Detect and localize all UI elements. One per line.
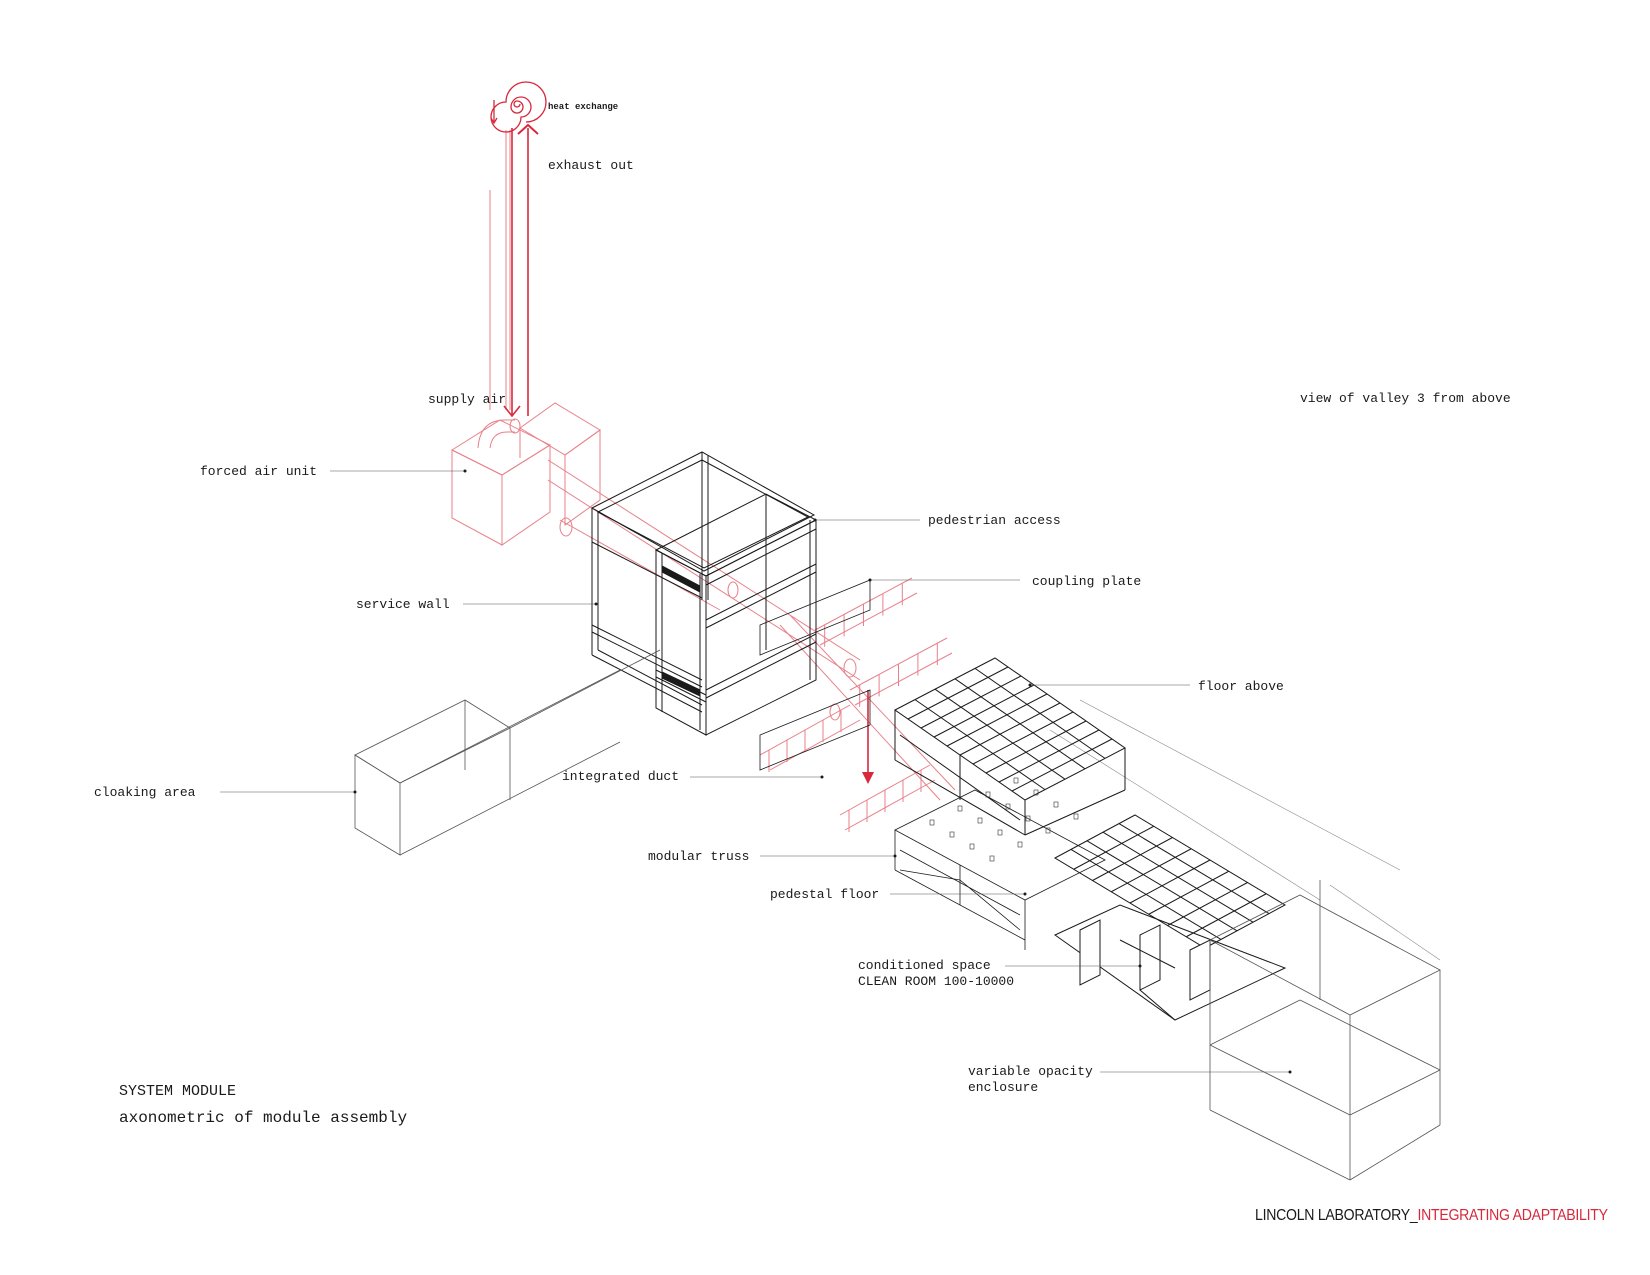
label-pedestal-floor: pedestal floor: [770, 887, 880, 902]
label-floor-above: floor above: [1198, 679, 1284, 694]
pedestal-floor: [894, 777, 1106, 950]
footer-highlight: INTEGRATING ADAPTABILITY: [1417, 1207, 1608, 1224]
service-frame: [590, 451, 818, 736]
heat-exchange-icon: [490, 81, 547, 133]
caption-subtitle: axonometric of module assembly: [119, 1109, 408, 1127]
label-service-wall: service wall: [356, 597, 450, 612]
label-modular-truss: modular truss: [648, 849, 750, 864]
floor-above: [894, 657, 1126, 836]
caption-title: SYSTEM MODULE: [119, 1083, 237, 1100]
label-variable-opacity-enclosure: variable opacity enclosure: [968, 1064, 1093, 1095]
coupling-plate: [759, 579, 871, 771]
label-conditioned-space: conditioned space CLEAN ROOM 100-10000: [858, 958, 1015, 989]
label-supply-air: supply air: [428, 392, 507, 407]
leader-dots: [353, 469, 1292, 1074]
label-forced-air-unit: forced air unit: [200, 464, 318, 479]
label-exhaust-out: exhaust out: [548, 158, 634, 173]
airflow-arrows: [503, 123, 874, 784]
variable-opacity-enclosure: [1209, 880, 1441, 1181]
label-cloaking-area: cloaking area: [94, 785, 196, 800]
air-manifold-rungs: [768, 583, 938, 832]
cloaking-area-box: [354, 649, 661, 856]
label-view-of-valley: view of valley 3 from above: [1300, 391, 1511, 406]
raised-floor-tiles: [1053, 814, 1287, 949]
leader-lines: [220, 470, 1290, 1073]
context-lines: [1049, 699, 1441, 961]
label-heat-exchange: heat exchange: [548, 102, 619, 112]
label-coupling-plate: coupling plate: [1032, 574, 1142, 589]
footer-prefix: LINCOLN LABORATORY_: [1255, 1207, 1418, 1224]
clean-room: [1054, 904, 1287, 1021]
footer-title: LINCOLN LABORATORY_INTEGRATING ADAPTABIL…: [1255, 1207, 1608, 1225]
label-integrated-duct: integrated duct: [562, 769, 680, 784]
label-pedestrian-access: pedestrian access: [928, 513, 1061, 528]
